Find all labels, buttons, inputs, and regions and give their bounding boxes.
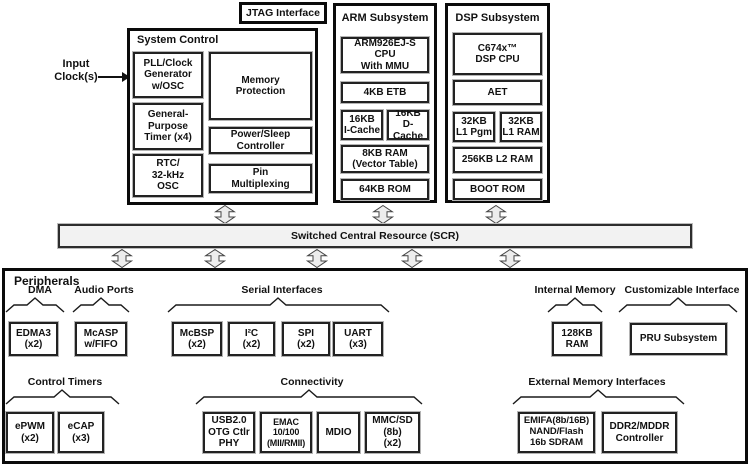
arm-dcache-block: 16KB D-Cache [386, 108, 430, 142]
bidirectional-arrow-icon [111, 249, 133, 268]
bidirectional-arrow-icon [485, 205, 507, 224]
group-label-connectivity: Connectivity [280, 376, 344, 388]
arm-etb-block: 4KB ETB [340, 81, 430, 104]
block-edma3: EDMA3 (x2) [8, 321, 59, 357]
dsp-aet-block: AET [452, 79, 543, 106]
block-ddr2-mddr: DDR2/MDDR Controller [601, 411, 678, 454]
jtag-interface-block: JTAG Interface [239, 2, 327, 24]
block-emac: EMAC 10/100 (MII/RMII) [259, 411, 313, 454]
dsp-l2-ram-block: 256KB L2 RAM [452, 146, 543, 174]
block-spi: SPI (x2) [281, 321, 331, 357]
jtag-interface-label: JTAG Interface [246, 7, 320, 19]
bidirectional-arrow-icon [401, 249, 423, 268]
pin-multiplexing-block: Pin Multiplexing [208, 163, 313, 194]
brace-external-memory-icon [512, 389, 685, 405]
group-label-serial-interfaces: Serial Interfaces [241, 284, 323, 296]
group-label-control-timers: Control Timers [27, 376, 103, 388]
block-usb-otg: USB2.0 OTG Ctlr PHY [202, 411, 256, 454]
group-label-audio-ports: Audio Ports [74, 284, 134, 296]
brace-control-timers-icon [5, 389, 120, 405]
peripherals-title: Peripherals [14, 274, 80, 288]
block-mcbsp: McBSP (x2) [171, 321, 223, 357]
bidirectional-arrow-icon [204, 249, 226, 268]
dsp-subsystem-block: DSP Subsystem C674x™ DSP CPU AET 32KB L1… [445, 3, 550, 203]
brace-connectivity-icon [195, 389, 423, 405]
arm-cpu-block: ARM926EJ-S CPU With MMU [340, 36, 430, 74]
scr-label: Switched Central Resource (SCR) [290, 230, 460, 242]
dsp-cpu-block: C674x™ DSP CPU [452, 32, 543, 76]
group-label-dma: DMA [28, 284, 52, 296]
group-label-internal-memory: Internal Memory [534, 284, 616, 296]
memory-protection-block: Memory Protection [208, 51, 313, 121]
input-clocks-label: Input Clock(s) [54, 58, 98, 83]
bidirectional-arrow-icon [372, 205, 394, 224]
arm-subsystem-title: ARM Subsystem [341, 12, 429, 24]
brace-audio-ports-icon [72, 297, 130, 313]
block-128kb-ram: 128KB RAM [551, 321, 603, 357]
brace-dma-icon [5, 297, 65, 313]
power-sleep-controller-block: Power/Sleep Controller [208, 126, 313, 155]
input-clock-arrow-icon [98, 72, 130, 82]
arm-icache-block: 16KB I-Cache [340, 109, 384, 141]
pll-clock-generator-block: PLL/Clock Generator w/OSC [132, 51, 204, 99]
group-label-customizable-interface: Customizable Interface [624, 284, 740, 296]
block-mdio: MDIO [316, 411, 361, 454]
arm-subsystem-block: ARM Subsystem ARM926EJ-S CPU With MMU 4K… [333, 3, 437, 203]
block-epwm: ePWM (x2) [5, 411, 55, 454]
group-label-external-memory: External Memory Interfaces [528, 376, 666, 388]
dsp-l1-ram-block: 32KB L1 RAM [499, 111, 543, 143]
rtc-osc-block: RTC/ 32-kHz OSC [132, 153, 204, 198]
block-i2c: I²C (x2) [227, 321, 276, 357]
brace-internal-memory-icon [547, 297, 603, 313]
gp-timer-block: General- Purpose Timer (x4) [132, 102, 204, 151]
brace-serial-interfaces-icon [167, 297, 390, 313]
bidirectional-arrow-icon [499, 249, 521, 268]
bidirectional-arrow-icon [306, 249, 328, 268]
system-control-block: System Control PLL/Clock Generator w/OSC… [127, 28, 318, 205]
dsp-subsystem-title: DSP Subsystem [455, 12, 540, 24]
dsp-boot-rom-block: BOOT ROM [452, 178, 543, 201]
block-pru-subsystem: PRU Subsystem [629, 322, 728, 356]
brace-customizable-interface-icon [618, 297, 738, 313]
arm-rom-block: 64KB ROM [340, 178, 430, 201]
system-control-title: System Control [137, 34, 219, 46]
block-mmcsd: MMC/SD (8b) (x2) [364, 411, 421, 454]
block-uart: UART (x3) [332, 321, 384, 357]
arm-vector-ram-block: 8KB RAM (Vector Table) [340, 144, 430, 174]
block-mcasp: McASP w/FIFO [74, 321, 128, 357]
peripherals-block: Peripherals DMA Audio Ports Serial Inter… [2, 268, 748, 464]
switched-central-resource-bar: Switched Central Resource (SCR) [57, 223, 693, 249]
bidirectional-arrow-icon [214, 205, 236, 224]
block-emifa: EMIFA(8b/16B) NAND/Flash 16b SDRAM [517, 411, 596, 454]
block-ecap: eCAP (x3) [57, 411, 105, 454]
dsp-l1-pgm-block: 32KB L1 Pgm [452, 111, 496, 143]
